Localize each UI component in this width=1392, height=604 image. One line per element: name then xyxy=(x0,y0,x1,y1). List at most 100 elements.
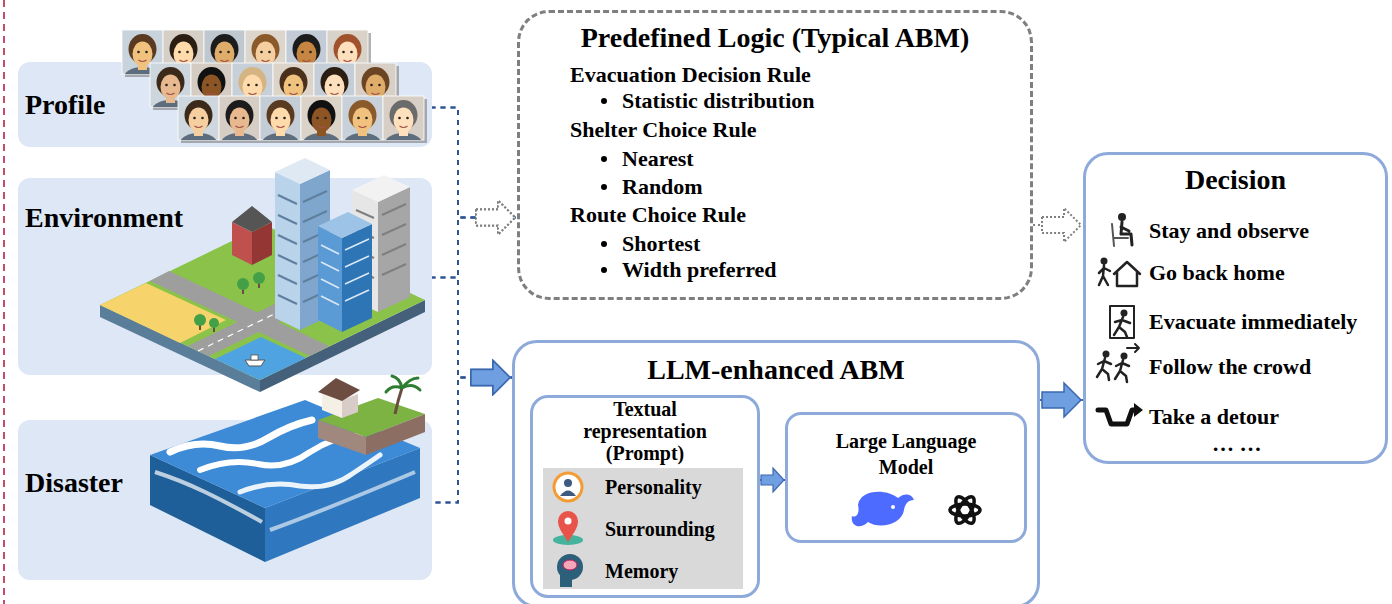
face-collage xyxy=(262,100,300,155)
input-band: Profile xyxy=(18,62,432,147)
flow-connector xyxy=(1033,224,1083,226)
decision-option: Evacuate immediately xyxy=(1149,308,1357,336)
city-illustration xyxy=(237,278,249,290)
face-collage xyxy=(385,100,423,155)
decision-icon xyxy=(1115,360,1129,382)
decision-icon xyxy=(1121,222,1132,245)
flow-connector xyxy=(432,278,512,378)
decision-icon xyxy=(1099,265,1110,285)
llm-logo xyxy=(950,504,980,516)
llm-logo xyxy=(950,494,980,526)
box-title: Textual representation (Prompt) xyxy=(570,398,720,464)
rule-option: Width preferred xyxy=(622,256,777,284)
rule-option: Random xyxy=(622,173,703,201)
prompt-icon xyxy=(560,575,572,587)
city-illustration xyxy=(100,158,425,392)
band-label: Environment xyxy=(25,202,183,234)
decision-icon xyxy=(1114,317,1130,337)
decision-icon xyxy=(1097,358,1111,380)
decision-icon xyxy=(1110,306,1134,338)
flow-connector xyxy=(432,108,517,218)
face-collage xyxy=(303,100,341,155)
input-band: Disaster xyxy=(18,420,432,580)
llm-logo xyxy=(852,492,980,526)
rule-option: Shortest xyxy=(622,230,700,258)
llm-abm-box: LLM-enhanced ABM Textual representation (… xyxy=(512,340,1040,604)
prompt-icon xyxy=(564,479,572,487)
face-collage xyxy=(221,100,259,155)
decision-option: Stay and observe xyxy=(1149,217,1309,245)
decision-icon xyxy=(1121,310,1128,317)
prompt-panel: PersonalitySurroundingMemory xyxy=(543,468,743,589)
rule-heading: Shelter Choice Rule xyxy=(570,116,757,144)
decision-option: Follow the crowd xyxy=(1149,353,1311,381)
decision-icon xyxy=(1121,353,1128,360)
city-illustration xyxy=(253,272,265,284)
llm-logo xyxy=(852,492,914,526)
llm-logo xyxy=(952,494,977,526)
tsunami-illustration xyxy=(270,472,415,530)
box-title: LLM-enhanced ABM xyxy=(647,354,904,386)
tsunami-illustration xyxy=(240,455,380,492)
flow-connector xyxy=(1040,399,1083,401)
city-illustration xyxy=(245,360,265,366)
band-fill xyxy=(543,468,743,589)
city-illustration xyxy=(321,239,369,305)
decision-icon xyxy=(1098,410,1136,424)
decision-icon xyxy=(1097,213,1143,424)
tsunami-illustration xyxy=(150,376,425,562)
city-illustration xyxy=(194,314,206,326)
tsunami-illustration xyxy=(395,388,402,414)
prompt-icon xyxy=(553,473,583,587)
city-illustration xyxy=(251,355,258,360)
band-label: Profile xyxy=(25,89,105,121)
city-illustration xyxy=(209,318,219,328)
city-illustration xyxy=(275,158,330,184)
city-illustration xyxy=(352,175,410,202)
prompt-icon xyxy=(554,473,582,501)
flow-connector xyxy=(432,108,512,378)
decision-icon xyxy=(1101,258,1108,265)
rule-bullet xyxy=(601,267,607,273)
flow-connector xyxy=(760,479,785,481)
llm-box: Large Language Model xyxy=(785,412,1027,543)
prompt-icon xyxy=(565,518,572,525)
prompt-item: Personality xyxy=(605,475,702,499)
decision-icon xyxy=(1103,351,1110,358)
rule-box: Predefined Logic (Typical ABM)Evacuation… xyxy=(517,10,1033,300)
prompt-icon xyxy=(560,491,576,497)
rule-heading: Route Choice Rule xyxy=(570,201,746,229)
band-label: Disaster xyxy=(25,467,123,499)
city-illustration xyxy=(232,206,272,232)
prompt-box: Textual representation (Prompt)Personali… xyxy=(530,395,760,598)
llm-logo xyxy=(952,494,977,526)
flow-connector xyxy=(432,378,512,503)
tsunami-illustration xyxy=(170,420,312,452)
rule-option: Statistic distribution xyxy=(622,87,815,115)
decision-icon xyxy=(1114,262,1140,286)
face-collage xyxy=(344,100,382,155)
tsunami-illustration xyxy=(155,472,262,522)
decision-icon xyxy=(1112,224,1128,246)
flow-connector xyxy=(432,218,517,278)
prompt-item: Memory xyxy=(605,559,678,583)
tsunami-illustration xyxy=(318,420,366,455)
rule-option: Nearest xyxy=(622,145,694,173)
rule-bullet xyxy=(601,241,607,247)
face-collage xyxy=(180,100,218,155)
prompt-icon xyxy=(563,560,577,570)
tsunami-illustration xyxy=(366,414,425,455)
decision-option: Go back home xyxy=(1149,259,1285,287)
box-title: Decision xyxy=(1185,164,1286,196)
tsunami-illustration xyxy=(386,376,420,392)
decision-option: Take a detour xyxy=(1149,403,1279,431)
rule-bullet xyxy=(601,98,607,104)
margin-rule xyxy=(3,0,5,604)
decision-icon xyxy=(1134,403,1143,417)
llm-logo xyxy=(891,505,895,509)
decision-icon xyxy=(1127,344,1139,352)
decision-box: DecisionStay and observe Go back homeEvac… xyxy=(1083,152,1388,464)
tsunami-illustration xyxy=(318,378,360,401)
input-band: Environment xyxy=(18,178,432,375)
